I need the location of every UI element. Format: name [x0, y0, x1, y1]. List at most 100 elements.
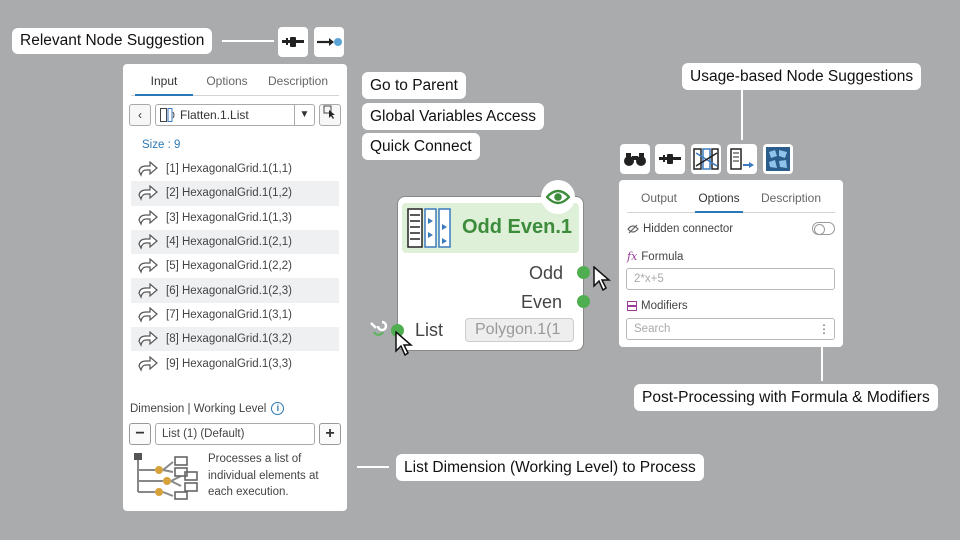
wire-arrow-icon	[138, 234, 158, 250]
formula-input[interactable]: 2*x+5	[626, 268, 835, 290]
list-size-label: Size : 9	[142, 139, 181, 151]
list-item[interactable]: [5] HexagonalGrid.1(2,2)	[131, 254, 339, 278]
info-icon[interactable]: i	[271, 402, 285, 415]
kebab-menu-icon[interactable]: ⋮	[818, 322, 830, 336]
list-item[interactable]: [2] HexagonalGrid.1(1,2)	[131, 181, 339, 206]
list-filter-button[interactable]	[691, 144, 721, 174]
list-item[interactable]: [4] HexagonalGrid.1(2,1)	[131, 229, 339, 255]
source-selector-row: ‹ Flatten.1.List ▼	[129, 104, 341, 126]
output-panel: Output Options Description Hidden connec…	[619, 180, 843, 347]
node-header: Odd Even.1	[402, 203, 579, 253]
binoculars-button[interactable]	[620, 144, 650, 174]
callout-relevant-node-suggestion: Relevant Node Suggestion	[12, 28, 213, 54]
connector-line	[821, 347, 823, 381]
input-items-list: [1] HexagonalGrid.1(1,1) [2] HexagonalGri…	[131, 157, 339, 376]
tab-options[interactable]: Options	[691, 187, 747, 213]
list-item-label: [1] HexagonalGrid.1(1,1)	[166, 163, 292, 176]
dimension-select[interactable]: List (1) (Default)	[155, 423, 315, 445]
dimension-increase-button[interactable]: +	[319, 423, 341, 445]
list-item-label: [5] HexagonalGrid.1(2,2)	[166, 260, 292, 273]
callout-go-to-parent: Go to Parent	[362, 72, 466, 99]
tab-output[interactable]: Output	[640, 191, 678, 205]
mouse-cursor-icon	[593, 266, 612, 292]
output-port-even-label: Even	[521, 292, 563, 312]
modifiers-search-input[interactable]: Search ⋮	[626, 318, 835, 340]
wire-arrow-icon	[138, 306, 158, 323]
plug-button[interactable]	[655, 144, 685, 174]
list-to-item-icon	[730, 148, 754, 170]
list-item-label: [9] HexagonalGrid.1(3,3)	[166, 357, 292, 370]
connector-line	[357, 466, 389, 468]
wire-arrow-icon	[138, 185, 158, 202]
plug-icon	[282, 37, 304, 47]
list-item-label: [3] HexagonalGrid.1(1,3)	[166, 211, 292, 224]
eye-slash-icon	[627, 224, 639, 234]
wrench-icon[interactable]	[368, 320, 388, 336]
formula-label: Formula	[641, 250, 684, 263]
list-item[interactable]: [6] HexagonalGrid.1(2,3)	[131, 278, 339, 303]
mouse-cursor-icon	[395, 331, 414, 357]
list-tree-icon	[134, 453, 198, 500]
list-item[interactable]: [9] HexagonalGrid.1(3,3)	[131, 351, 339, 375]
modifiers-icon	[627, 301, 637, 311]
dimension-description: Processes a list of individual elements …	[208, 453, 319, 498]
callout-quick-connect: Quick Connect	[362, 133, 480, 160]
go-to-parent-button[interactable]: ‹	[129, 104, 151, 126]
wire-arrow-icon	[138, 282, 158, 299]
connector-line	[222, 40, 274, 42]
callout-usage-based-suggestions: Usage-based Node Suggestions	[682, 63, 922, 90]
source-select[interactable]: Flatten.1.List ▼	[155, 104, 315, 126]
hidden-connector-row: Hidden connector	[627, 223, 733, 235]
input-port-list[interactable]	[391, 324, 404, 337]
hidden-connector-toggle[interactable]	[812, 222, 835, 235]
list-to-item-button[interactable]	[727, 144, 757, 174]
dimension-row: − List (1) (Default) +	[129, 423, 341, 445]
list-item[interactable]: [7] HexagonalGrid.1(3,1)	[131, 303, 339, 327]
list-item-label: [4] HexagonalGrid.1(2,1)	[166, 236, 292, 249]
odd-even-node-icon	[407, 208, 451, 248]
hidden-connector-label: Hidden connector	[643, 223, 734, 235]
list-filter-icon	[693, 148, 719, 170]
list-node-icon	[160, 108, 175, 122]
eye-icon	[546, 189, 570, 205]
callout-list-dimension: List Dimension (Working Level) to Proces…	[396, 454, 704, 481]
grid-pattern-button[interactable]	[763, 144, 793, 174]
list-item-label: [7] HexagonalGrid.1(3,1)	[166, 308, 292, 321]
list-item[interactable]: [8] HexagonalGrid.1(3,2)	[131, 327, 339, 352]
source-select-value: Flatten.1.List	[180, 108, 249, 122]
input-panel: Input Options Description ‹ Flatten.1.Li…	[123, 64, 347, 511]
tab-description[interactable]: Description	[267, 74, 329, 88]
input-panel-tabs: Input Options Description	[131, 70, 339, 96]
output-port-even[interactable]	[577, 295, 590, 308]
connector-line	[741, 90, 743, 140]
function-icon: fx	[627, 250, 638, 263]
grid-pattern-icon	[766, 147, 790, 171]
plug-icon	[659, 154, 681, 164]
connect-suggestion-button[interactable]	[314, 27, 344, 57]
node-title: Odd Even.1	[462, 216, 573, 238]
wire-arrow-icon	[138, 355, 158, 372]
quick-connect-button[interactable]	[319, 104, 341, 126]
modifiers-row: Modifiers	[627, 300, 688, 312]
formula-row: fx Formula	[627, 250, 683, 263]
wire-arrow-icon	[138, 258, 158, 275]
list-item[interactable]: [1] HexagonalGrid.1(1,1)	[131, 157, 339, 181]
output-port-odd[interactable]	[577, 266, 590, 279]
tab-options[interactable]: Options	[206, 74, 248, 88]
tab-description[interactable]: Description	[760, 191, 822, 205]
list-item-label: [2] HexagonalGrid.1(1,2)	[166, 187, 292, 200]
output-panel-tabs: Output Options Description	[627, 187, 835, 213]
dimension-decrease-button[interactable]: −	[129, 423, 151, 445]
output-port-odd-label: Odd	[529, 263, 564, 283]
dropdown-arrow-icon[interactable]: ▼	[294, 105, 314, 125]
search-placeholder: Search	[634, 323, 671, 335]
plug-suggestion-button[interactable]	[278, 27, 308, 57]
modifiers-label: Modifiers	[641, 300, 688, 312]
preview-eye-button[interactable]	[541, 180, 575, 214]
wire-arrow-icon	[138, 209, 158, 226]
dimension-label: Dimension | Working Level i	[130, 402, 285, 415]
dimension-label-text: Dimension | Working Level	[130, 402, 267, 415]
input-value-chip[interactable]: Polygon.1(1	[465, 318, 574, 342]
list-item[interactable]: [3] HexagonalGrid.1(1,3)	[131, 206, 339, 230]
tab-input[interactable]: Input	[131, 70, 197, 96]
